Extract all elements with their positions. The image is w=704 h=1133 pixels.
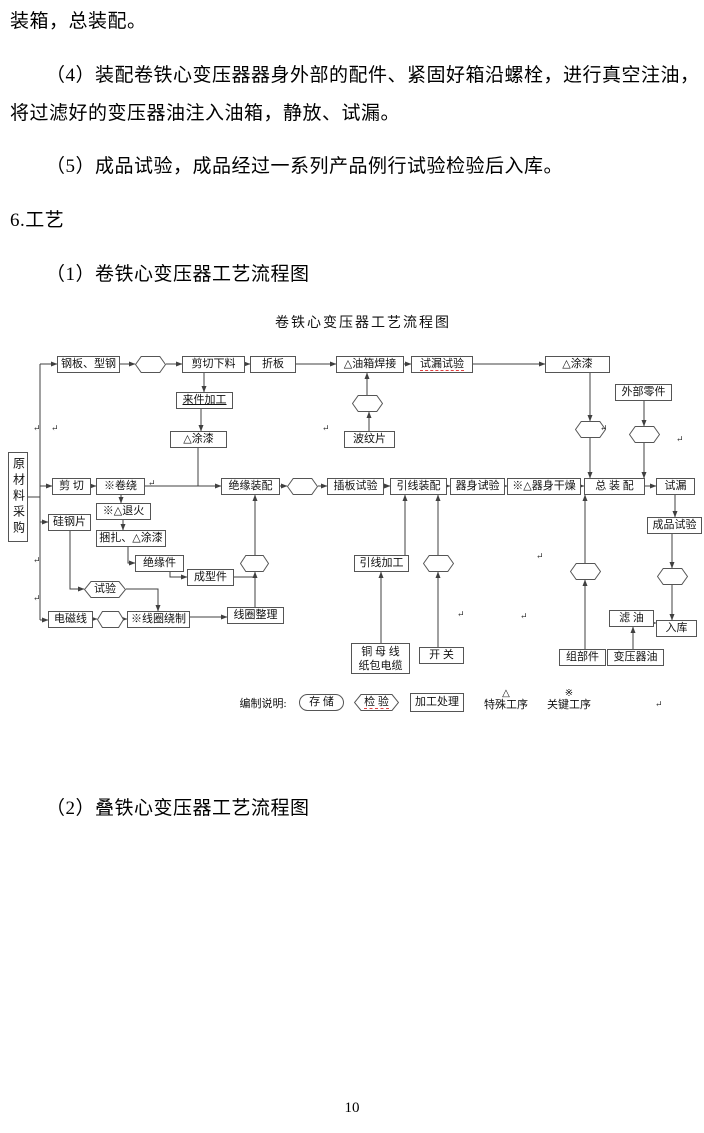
paragraph-mark: ↵ <box>536 551 544 561</box>
flow-node-anneal: ※△退火 <box>96 503 151 520</box>
hexagon-shape <box>240 555 269 572</box>
flow-node-shear: 剪 切 <box>52 478 91 495</box>
flow-node-board-test: 插板试验 <box>327 478 384 495</box>
flow-node-check-5 <box>287 478 318 495</box>
paragraph-mark: ↵ <box>51 423 59 433</box>
flow-node-coil-trim: 线圈整理 <box>227 607 284 624</box>
flow-node-bind-paint: 捆扎、△涂漆 <box>96 530 166 547</box>
flow-node-legend-special: △特殊工序 <box>477 688 535 714</box>
page-number: 10 <box>344 1100 360 1116</box>
flow-node-check-9 <box>97 611 124 628</box>
paragraph-mark: ↵ <box>33 593 41 603</box>
hexagon-shape <box>84 581 126 598</box>
flow-node-raw-material: 原材料采购 <box>8 452 28 542</box>
flow-node-tank-weld: △油箱焊接 <box>336 356 404 373</box>
paragraph-mark: ↵ <box>482 479 490 489</box>
flow-node-check-4 <box>629 426 660 443</box>
flow-node-check-2 <box>352 395 383 412</box>
paragraph-mark: ↵ <box>148 478 156 488</box>
flow-node-body-dry: ※△器身干燥 <box>507 478 581 495</box>
flow-node-incoming-parts: 来件加工 <box>176 392 233 409</box>
flow-node-check-1 <box>135 356 166 373</box>
subsection-1: （1）卷铁心变压器工艺流程图 <box>46 264 310 285</box>
hexagon-shape <box>287 478 318 495</box>
flow-node-final-assembly: 总 装 配 <box>584 478 645 495</box>
hexagon-shape <box>629 426 660 443</box>
flow-node-leak-test-2: 试漏 <box>656 478 695 495</box>
flow-node-insulation-parts: 绝缘件 <box>135 555 184 572</box>
paragraph-mark: ↵ <box>33 555 41 565</box>
paragraph-mark: ↵ <box>655 699 663 709</box>
flow-node-paint-2: △涂漆 <box>170 431 227 448</box>
flow-connector <box>126 588 161 612</box>
flow-node-check-7 <box>570 563 601 580</box>
flow-node-lead-process: 引线加工 <box>354 555 409 572</box>
flow-node-warehouse: 入库 <box>656 620 697 637</box>
flow-node-diagram-title: 卷铁心变压器工艺流程图 <box>275 316 451 331</box>
subsection-2: （2）叠铁心变压器工艺流程图 <box>46 798 310 819</box>
hexagon-shape <box>575 421 606 438</box>
flow-connector <box>169 572 188 580</box>
flow-node-sub-parts: 组部件 <box>559 649 606 666</box>
flow-node-formed-parts: 成型件 <box>187 569 234 586</box>
hexagon-shape <box>354 694 399 711</box>
hexagon-shape <box>352 395 383 412</box>
paragraph-mark: ↵ <box>33 423 41 433</box>
paragraph-mark: ↵ <box>520 611 528 621</box>
paragraph-mark: ↵ <box>457 609 465 619</box>
flow-node-steel-plate: 钢板、型钢 <box>57 356 120 373</box>
flow-node-check-10 <box>423 555 454 572</box>
flow-node-check-8 <box>240 555 269 572</box>
flow-connector <box>69 531 85 592</box>
flow-node-insulation-assembly: 绝缘装配 <box>221 478 280 495</box>
flow-node-corrugated-sheet: 波纹片 <box>344 431 395 448</box>
flow-node-check-6 <box>657 568 688 585</box>
flow-node-core-winding: ※卷绕 <box>96 478 145 495</box>
paragraph-mark: ↵ <box>600 423 608 433</box>
paragraph-5: （5）成品试验，成品经过一系列产品例行试验检验后入库。 <box>46 156 564 177</box>
flow-node-legend-caption: 编制说明: <box>239 698 287 710</box>
flow-node-test-hex: 试验 <box>84 581 126 598</box>
flow-node-legend-check: 检 验 <box>354 694 399 711</box>
flow-node-external-parts: 外部零件 <box>615 384 672 401</box>
paragraph-4-line2: 将过滤好的变压器油注入油箱，静放、试漏。 <box>10 103 401 124</box>
paragraph-mark: ↵ <box>676 434 684 444</box>
paragraph-4-line1: （4）装配卷铁心变压器器身外部的配件、紧固好箱沿螺栓，进行真空注油， <box>46 65 700 86</box>
flow-node-transformer-oil: 变压器油 <box>607 649 664 666</box>
flow-node-lead-assembly: 引线装配 <box>390 478 447 495</box>
hexagon-shape <box>97 611 124 628</box>
paragraph-intro: 装箱，总装配。 <box>10 11 147 32</box>
flow-node-cut-blank: 剪切下料 <box>182 356 245 373</box>
paragraph-mark: ↵ <box>322 423 330 433</box>
flow-node-leak-test-1: 试漏试验 <box>411 356 473 373</box>
hexagon-shape <box>135 356 166 373</box>
hexagon-shape <box>423 555 454 572</box>
hexagon-shape <box>570 563 601 580</box>
flow-node-bend-plate: 折板 <box>250 356 296 373</box>
flow-node-body-test: 器身试验 <box>450 478 505 495</box>
hexagon-shape <box>657 568 688 585</box>
flow-node-product-test: 成品试验 <box>647 517 702 534</box>
flow-node-legend-key: ※关键工序 <box>540 688 598 714</box>
flow-connector <box>127 547 136 566</box>
flow-node-coil-winding: ※线圈绕制 <box>127 611 190 628</box>
legend-symbol: △ <box>502 688 510 699</box>
flow-node-copper-busbar: 铜 母 线纸包电缆 <box>351 643 410 674</box>
flow-node-magnet-wire: 电磁线 <box>48 611 93 628</box>
flow-node-switch: 开 关 <box>419 647 464 664</box>
flow-node-oil-filter: 滤 油 <box>609 610 654 627</box>
flow-node-legend-store: 存 储 <box>299 694 344 711</box>
flow-node-check-3 <box>575 421 606 438</box>
section-heading: 6.工艺 <box>10 210 65 231</box>
legend-symbol: ※ <box>564 688 574 699</box>
flow-node-silicon-steel: 硅钢片 <box>48 514 91 531</box>
flow-node-paint-1: △涂漆 <box>545 356 610 373</box>
flow-node-legend-process: 加工处理 <box>410 693 464 712</box>
